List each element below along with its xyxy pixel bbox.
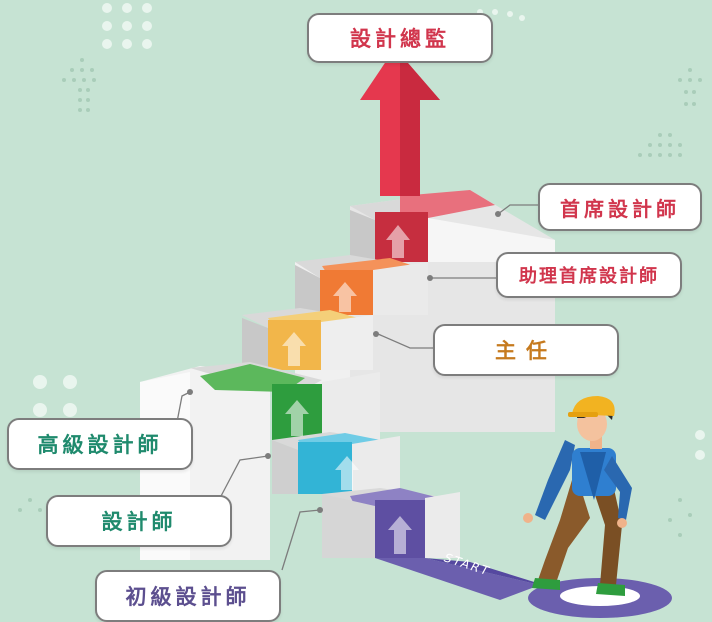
label-supervisor-text: 主任 (495, 339, 557, 363)
arrow-up-icon (282, 225, 412, 554)
label-director: 設計總監 (307, 13, 493, 63)
label-junior-designer-text: 初級設計師 (125, 585, 251, 609)
person-icon (523, 396, 632, 596)
label-junior-designer: 初級設計師 (95, 570, 281, 622)
label-assistant-chief-designer-text: 助理首席設計師 (519, 266, 659, 287)
label-designer: 設計師 (46, 495, 232, 547)
dot-pattern-icon (33, 3, 705, 460)
label-assistant-chief-designer: 助理首席設計師 (496, 252, 682, 298)
label-designer-text: 設計師 (101, 510, 177, 534)
dot-pattern-icon (18, 58, 702, 537)
label-chief-designer-text: 首席設計師 (560, 196, 680, 221)
label-senior-designer: 高級設計師 (7, 418, 193, 470)
label-chief-designer: 首席設計師 (538, 183, 702, 231)
label-senior-designer-text: 高級設計師 (37, 433, 163, 457)
label-director-text: 設計總監 (350, 27, 450, 51)
label-supervisor: 主任 (433, 324, 619, 376)
